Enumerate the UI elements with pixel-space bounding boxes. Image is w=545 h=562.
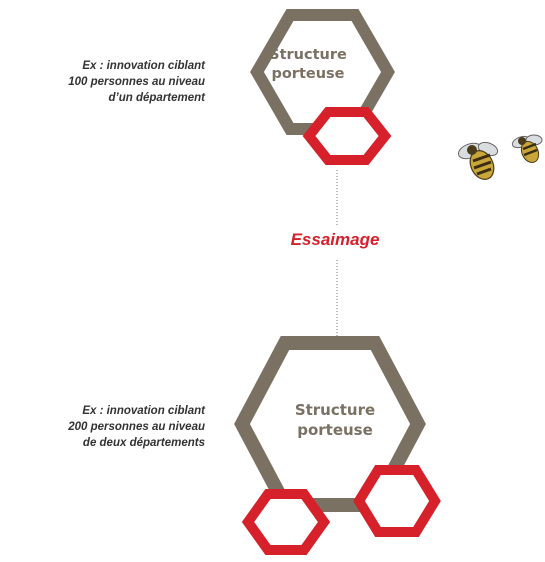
note-line: 200 personnes au niveau <box>68 421 205 433</box>
bee-icon <box>511 134 543 164</box>
note-line: Ex : innovation ciblant <box>82 405 205 417</box>
structure-label-line: Structure <box>269 47 347 63</box>
example-note-top: Ex : innovation ciblant 100 personnes au… <box>0 58 205 106</box>
note-line: 100 personnes au niveau <box>68 76 205 88</box>
structure-label-top: Structure porteuse <box>258 46 358 84</box>
bee-icon <box>457 141 499 180</box>
note-line: d’un département <box>108 92 205 104</box>
note-line: de deux départements <box>82 437 205 449</box>
structure-label-line: porteuse <box>271 66 345 82</box>
structure-label-line: Structure <box>294 401 376 419</box>
structure-label-line: porteuse <box>297 421 373 439</box>
note-line: Ex : innovation ciblant <box>82 60 205 72</box>
structure-label-bottom: Structure porteuse <box>280 400 390 440</box>
essaimage-label: Essaimage <box>290 230 380 249</box>
small-hexagon-bottom-left <box>241 489 331 555</box>
small-hexagon-top <box>302 107 392 165</box>
small-hexagon-bottom-right <box>353 465 441 537</box>
example-note-bottom: Ex : innovation ciblant 200 personnes au… <box>0 403 205 451</box>
